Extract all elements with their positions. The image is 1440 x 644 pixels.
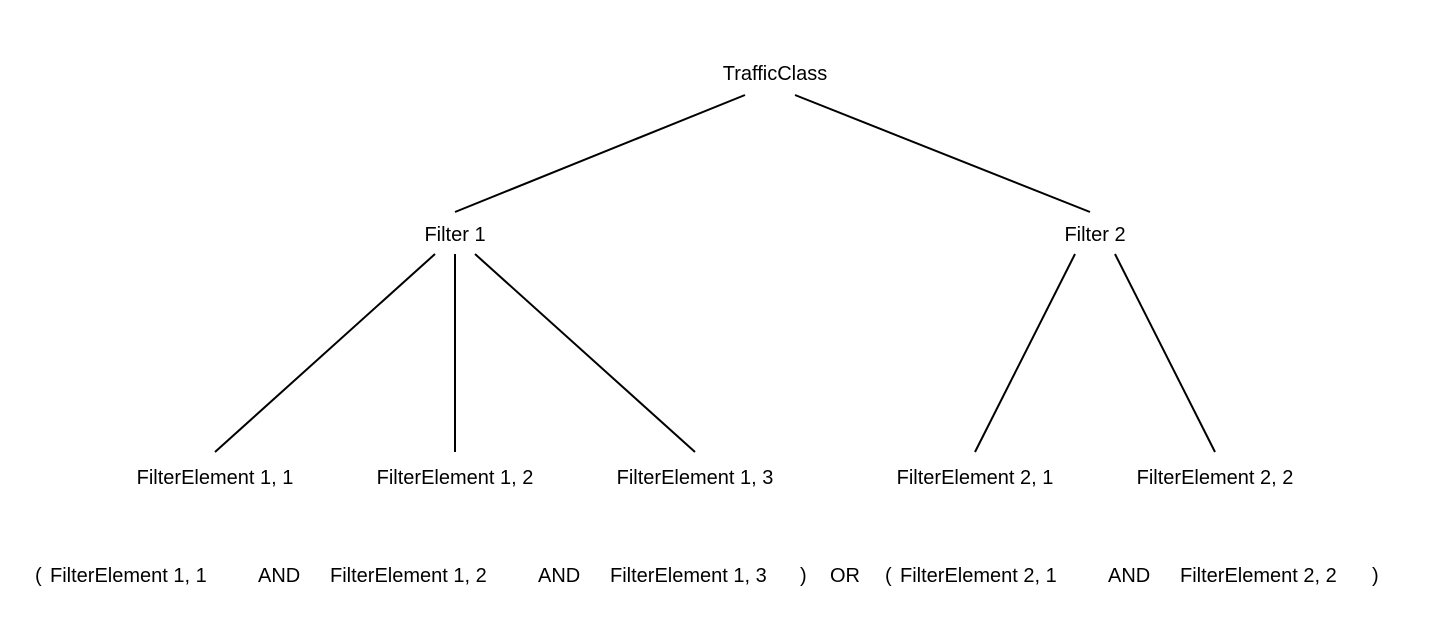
expression-open-paren-1: ( — [35, 565, 42, 587]
edge-filter-1-element-1-3 — [474, 253, 696, 453]
expression-and-2: AND — [538, 565, 581, 587]
expression-term-2-1: FilterElement 2, 1 — [900, 565, 1057, 587]
expression-term-1-3: FilterElement 1, 3 — [610, 565, 767, 587]
root-node-trafficclass: TrafficClass — [722, 63, 828, 85]
filter-element-node-1-2: FilterElement 1, 2 — [376, 467, 534, 489]
expression-close-paren-1: ) — [800, 565, 807, 587]
filter-element-node-2-1: FilterElement 2, 1 — [896, 467, 1054, 489]
edge-root-filter-1 — [454, 94, 746, 213]
expression-close-paren-2: ) — [1372, 565, 1379, 587]
edge-root-filter-2 — [794, 94, 1091, 213]
expression-and-1: AND — [258, 565, 301, 587]
expression-and-3: AND — [1108, 565, 1151, 587]
expression-term-1-1: FilterElement 1, 1 — [50, 565, 207, 587]
expression-open-paren-2: ( — [885, 565, 892, 587]
edge-filter-2-element-2-1 — [974, 253, 1076, 453]
filter-element-node-1-3: FilterElement 1, 3 — [616, 467, 774, 489]
filter-node-1: Filter 1 — [424, 224, 486, 246]
edge-filter-1-element-1-1 — [214, 253, 436, 453]
filter-element-node-2-2: FilterElement 2, 2 — [1136, 467, 1294, 489]
filter-node-2: Filter 2 — [1064, 224, 1126, 246]
expression-term-2-2: FilterElement 2, 2 — [1180, 565, 1337, 587]
boolean-expression: ( FilterElement 1, 1 AND FilterElement 1… — [0, 563, 1440, 589]
filter-element-node-1-1: FilterElement 1, 1 — [136, 467, 294, 489]
edge-filter-2-element-2-2 — [1114, 253, 1216, 453]
expression-term-1-2: FilterElement 1, 2 — [330, 565, 487, 587]
expression-or: OR — [830, 565, 860, 587]
